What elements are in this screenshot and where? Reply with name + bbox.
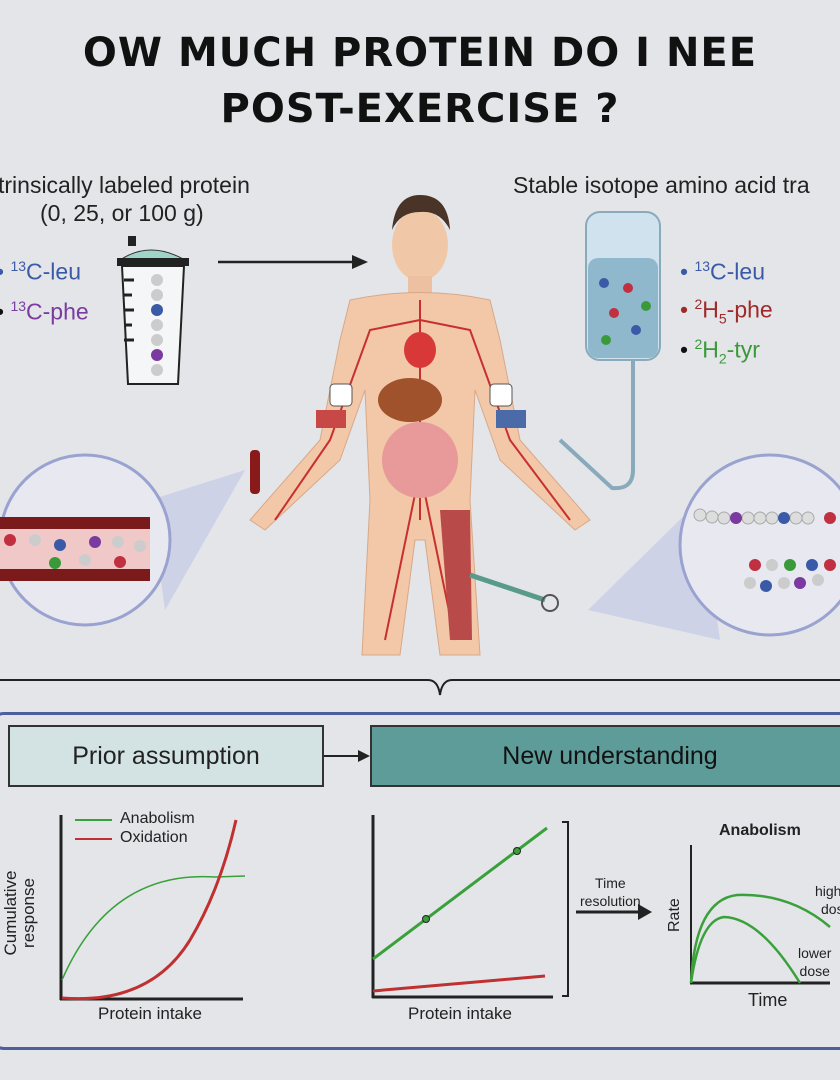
shaker-icon — [117, 236, 189, 385]
prior-assumption-box: Prior assumption — [8, 725, 324, 787]
lower-dose-label: lower dose — [798, 944, 831, 980]
chart3-title: Anabolism — [719, 822, 801, 839]
time-resolution-line-1: Time — [595, 875, 626, 891]
title-line-1: OW MUCH PROTEIN DO I NEE — [82, 30, 758, 76]
chart1-xlabel: Protein intake — [98, 1004, 202, 1023]
chart3-xlabel: Time — [748, 990, 788, 1010]
iv-bag-icon — [558, 211, 661, 491]
high-dose-line-1: high — [815, 883, 840, 899]
illustration — [0, 195, 840, 696]
right-tracer-phe: • 2H5-phe — [680, 296, 773, 327]
high-dose-line-2: dos — [821, 901, 840, 917]
title-line-2: POST-EXERCISE ? — [220, 86, 620, 132]
chart3-ylabel: Rate — [666, 898, 683, 932]
blood-vessel-zoom — [0, 453, 245, 627]
legend-anabolism: Anabolism — [120, 810, 195, 827]
legend-oxidation: Oxidation — [120, 829, 188, 846]
right-heading: Stable isotope amino acid tra — [513, 172, 810, 198]
lower-dose-line-1: lower — [798, 945, 832, 961]
brace — [0, 679, 840, 696]
chart1-ylabel-line-2: response — [19, 878, 38, 948]
bottom-panel — [0, 712, 840, 1050]
human-body-icon — [249, 195, 591, 656]
high-dose-label: high dos — [815, 882, 840, 918]
arrow-head-icon — [352, 255, 368, 269]
left-heading-1: trinsically labeled protein — [0, 172, 250, 198]
chart2-xlabel: Protein intake — [408, 1004, 512, 1023]
muscle-protein-zoom — [588, 453, 840, 640]
time-resolution-label: Time resolution — [580, 874, 641, 910]
left-tracer-phe: • 13C-phe — [0, 298, 89, 325]
right-tracer-leu: • 13C-leu — [680, 258, 765, 285]
right-tracer-tyr: • 2H2-tyr — [680, 336, 760, 367]
time-resolution-line-2: resolution — [580, 893, 641, 909]
left-tracer-leu: • 13C-leu — [0, 258, 81, 285]
new-understanding-box: New understanding — [370, 725, 840, 787]
left-heading-2: (0, 25, or 100 g) — [40, 200, 204, 226]
chart1-ylabel-line-1: Cumulative — [1, 870, 20, 956]
lower-dose-line-2: dose — [799, 963, 830, 979]
